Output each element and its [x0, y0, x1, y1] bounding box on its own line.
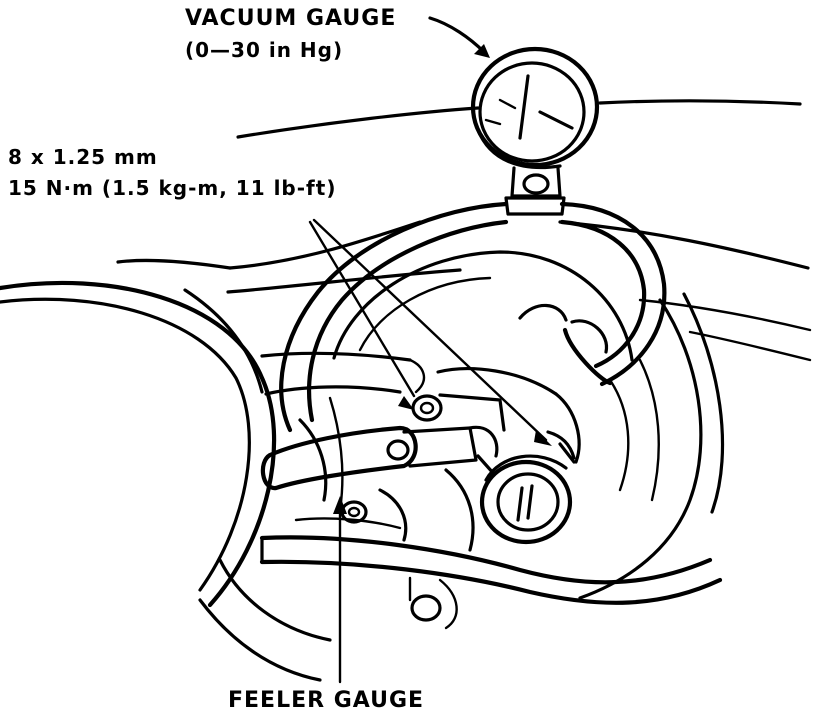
adjusting-bolt	[398, 393, 506, 432]
throttle-body	[332, 250, 725, 600]
vacuum-hoses	[279, 201, 667, 433]
left-round-cover	[0, 280, 277, 608]
lower-linkage	[294, 396, 475, 552]
bolt-torque-label: 15 N·m (1.5 kg-m, 11 lb-ft)	[8, 176, 337, 200]
bolt-size-label: 8 x 1.25 mm	[8, 145, 158, 169]
throttle-lever	[260, 425, 499, 491]
lower-manifold	[198, 535, 723, 682]
vacuum-gauge-range-label: (0—30 in Hg)	[185, 38, 344, 62]
idle-screw-cap	[476, 430, 576, 545]
vacuum-gauge-drawing	[470, 46, 600, 216]
leader-lines	[308, 16, 548, 684]
feeler-gauge-label: FEELER GAUGE	[228, 688, 425, 713]
vacuum-gauge-label: VACUUM GAUGE	[185, 6, 397, 31]
